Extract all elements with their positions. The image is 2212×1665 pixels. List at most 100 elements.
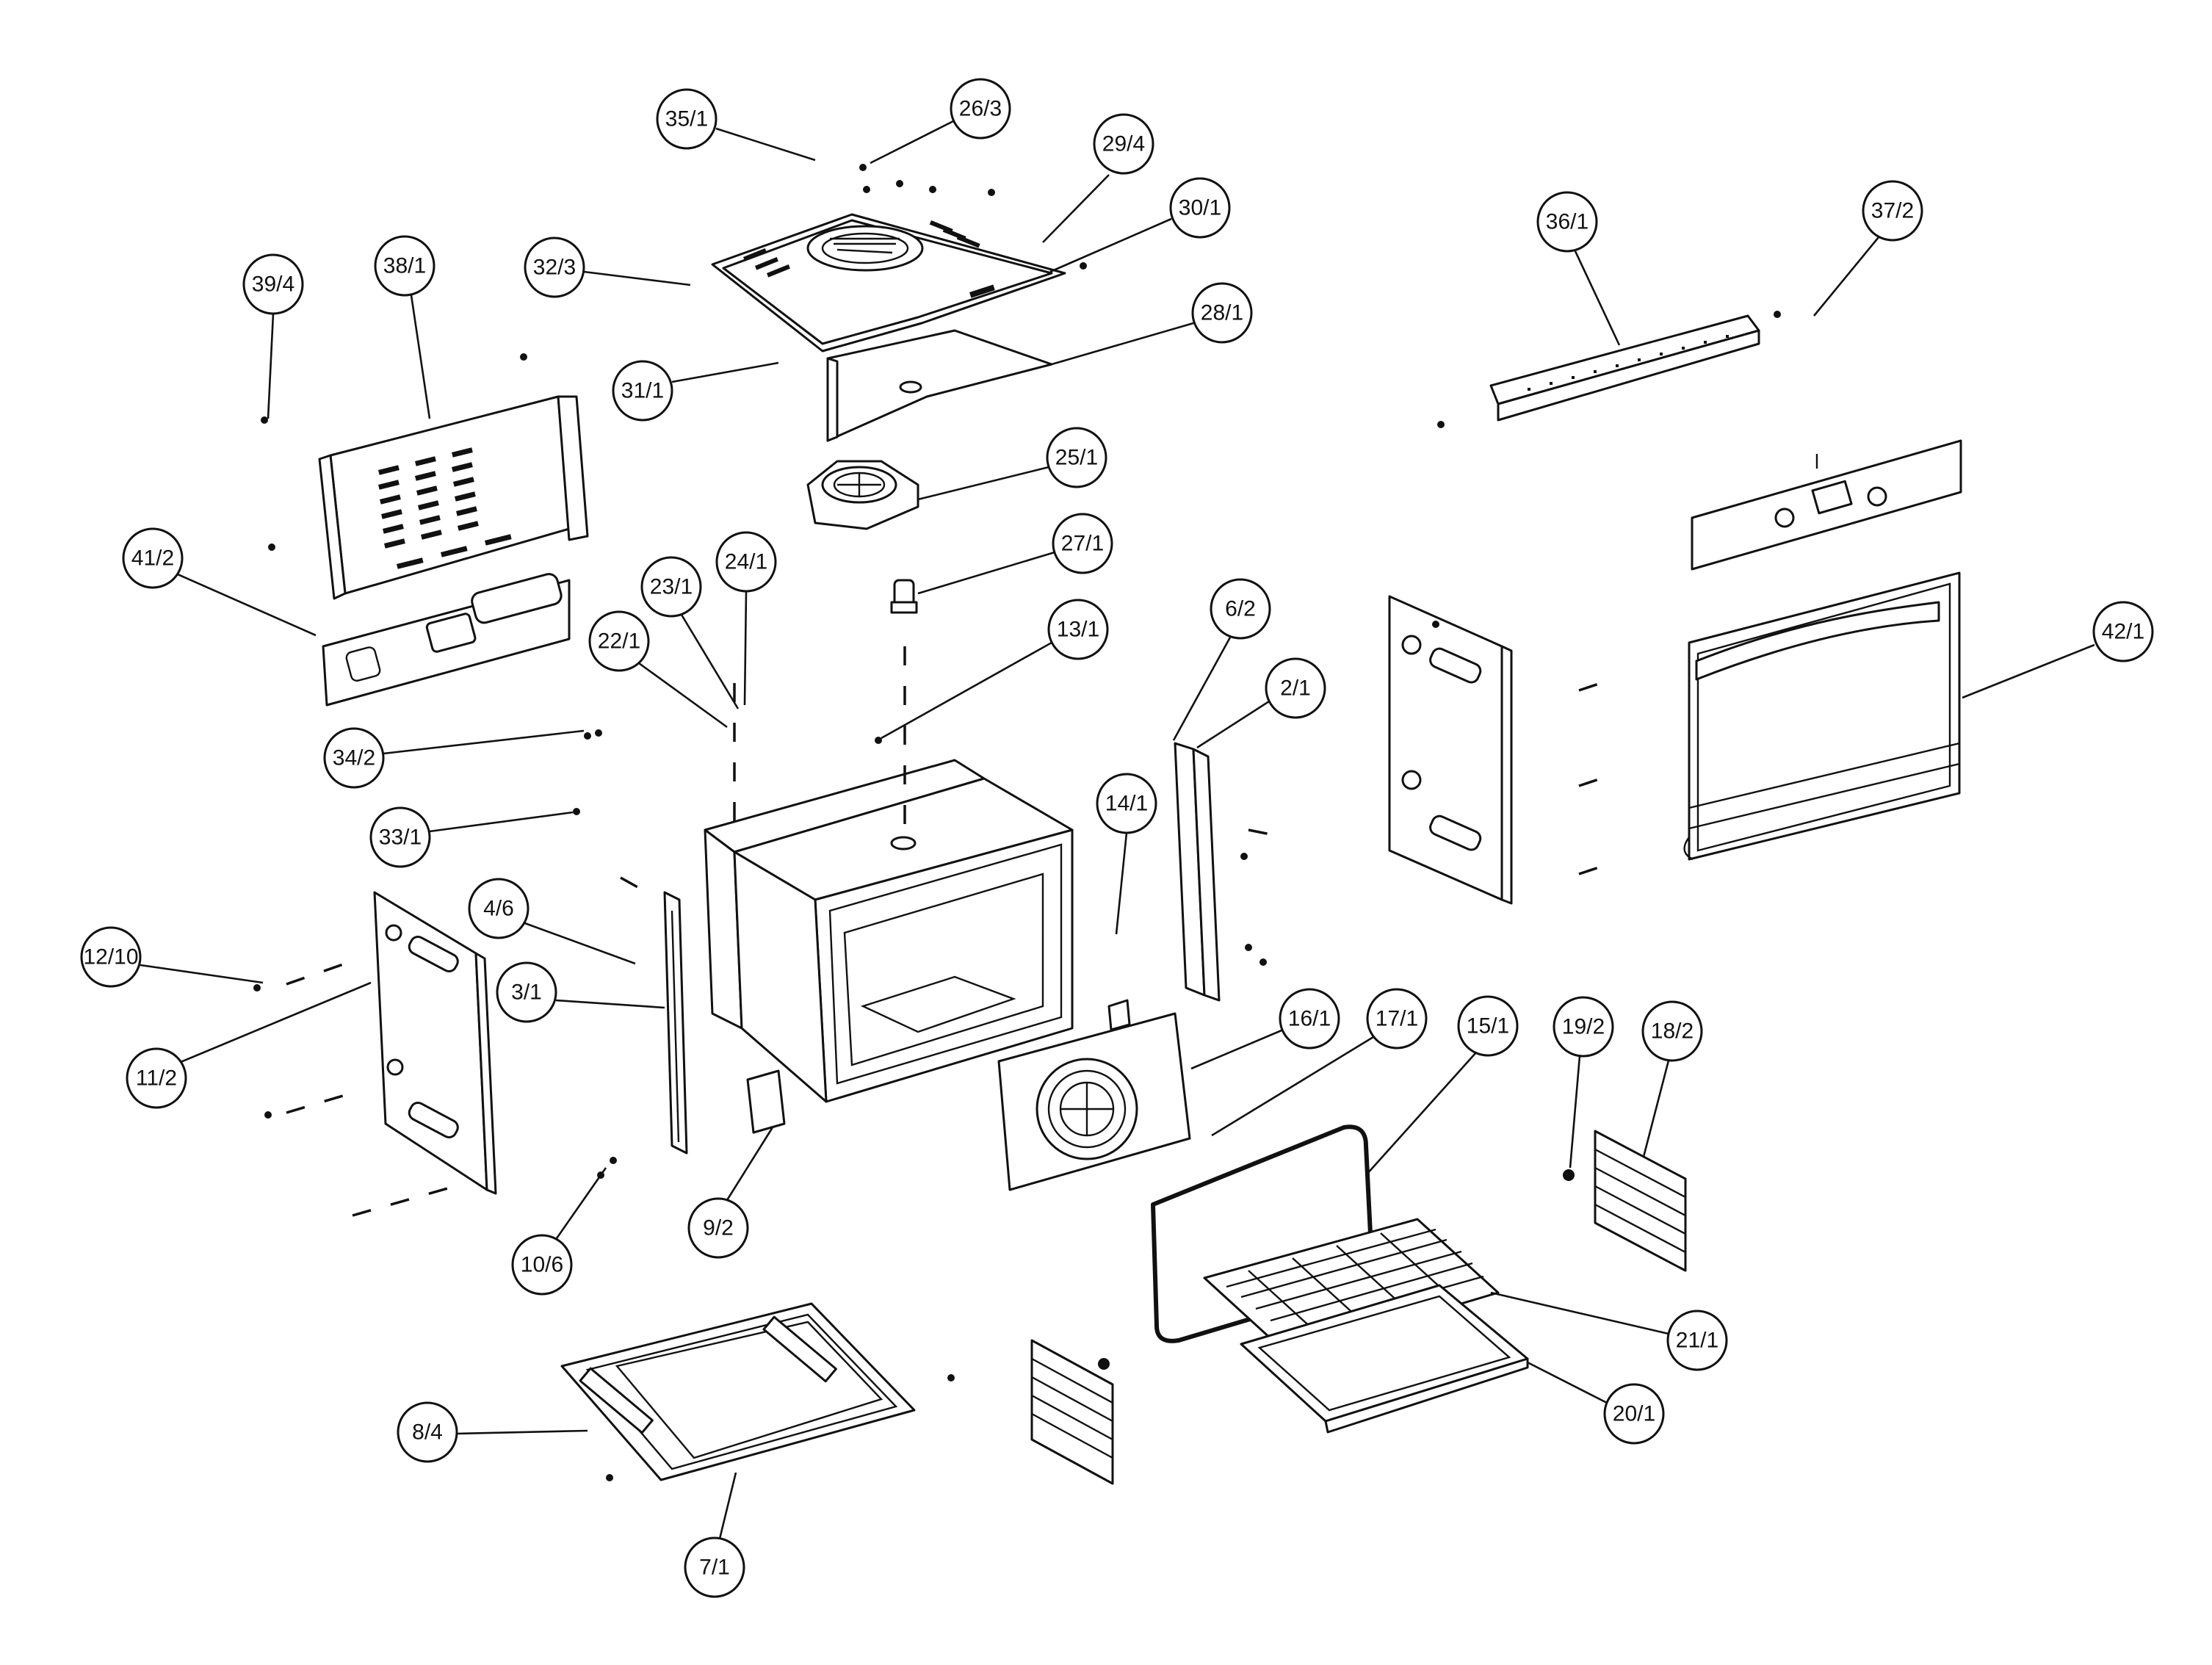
callout-label: 7/1 xyxy=(699,1556,730,1580)
callout-label: 16/1 xyxy=(1288,1007,1331,1031)
callout-circle xyxy=(1862,180,1923,242)
callout-label: 27/1 xyxy=(1061,532,1104,556)
callout-2-1: 2/1 xyxy=(1265,657,1326,719)
callout-11-2: 11/2 xyxy=(126,1047,187,1109)
right-side-panel xyxy=(1388,595,1513,905)
callout-8-4: 8/4 xyxy=(397,1401,458,1463)
leader-17-1 xyxy=(1211,1036,1374,1137)
leader-36-1 xyxy=(1574,250,1621,346)
callout-circle xyxy=(242,253,304,315)
leader-41-2 xyxy=(177,573,317,637)
callout-label: 23/1 xyxy=(650,575,693,599)
callout-circle xyxy=(1603,1383,1665,1445)
leader-25-1 xyxy=(917,466,1049,501)
callout-circle xyxy=(588,610,650,672)
callout-33-1: 33/1 xyxy=(369,806,431,868)
callout-circle xyxy=(715,531,777,593)
leader-32-3 xyxy=(583,270,691,286)
callout-circle xyxy=(468,878,529,939)
callout-label: 12/10 xyxy=(83,945,138,969)
baking-tray xyxy=(1240,1284,1529,1434)
bottom-base-plate xyxy=(560,1302,916,1481)
leader-22-1 xyxy=(638,662,728,729)
callout-label: 42/1 xyxy=(2102,620,2144,644)
callout-20-1: 20/1 xyxy=(1603,1383,1665,1445)
leader-11-2 xyxy=(180,981,372,1063)
leader-2-1 xyxy=(1196,700,1270,749)
callout-32-3: 32/3 xyxy=(524,236,585,298)
callout-circle xyxy=(687,1197,749,1259)
callout-39-4: 39/4 xyxy=(242,253,304,315)
callout-42-1: 42/1 xyxy=(2092,601,2154,662)
callout-label: 3/1 xyxy=(511,980,542,1005)
rear-cover-panel xyxy=(318,395,589,600)
leader-31-1 xyxy=(671,361,779,383)
callout-13-1: 13/1 xyxy=(1047,599,1109,660)
callout-label: 24/1 xyxy=(725,550,767,574)
callout-label: 4/6 xyxy=(483,897,514,921)
callout-label: 31/1 xyxy=(621,379,664,403)
callout-35-1: 35/1 xyxy=(656,88,718,150)
leader-38-1 xyxy=(410,295,431,419)
callout-label: 35/1 xyxy=(665,107,708,131)
callout-18-2: 18/2 xyxy=(1641,1000,1703,1062)
callout-label: 9/2 xyxy=(703,1216,734,1240)
callout-31-1: 31/1 xyxy=(612,360,673,422)
leader-3-1 xyxy=(555,999,665,1009)
callout-circle xyxy=(1366,988,1428,1050)
leader-12-10 xyxy=(140,964,264,984)
callout-circle xyxy=(612,360,673,422)
leader-21-1 xyxy=(1490,1291,1669,1335)
callout-circle xyxy=(126,1047,187,1109)
callout-17-1: 17/1 xyxy=(1366,988,1428,1050)
assembly-guide-lines xyxy=(286,646,1602,1217)
callout-circle xyxy=(1052,513,1113,574)
callout-circle xyxy=(1553,996,1614,1058)
callout-28-1: 28/1 xyxy=(1191,282,1253,344)
callout-26-3: 26/3 xyxy=(950,78,1011,140)
callout-25-1: 25/1 xyxy=(1046,427,1107,488)
callout-label: 38/1 xyxy=(383,254,426,278)
callout-circle xyxy=(1666,1310,1728,1371)
callout-circle xyxy=(2092,601,2154,662)
callout-29-4: 29/4 xyxy=(1093,113,1154,175)
leader-42-1 xyxy=(1962,643,2095,699)
callout-label: 6/2 xyxy=(1225,597,1256,621)
callout-label: 22/1 xyxy=(598,629,640,654)
callout-circle xyxy=(524,236,585,298)
callout-label: 18/2 xyxy=(1651,1019,1694,1044)
control-electronics-board xyxy=(322,573,571,707)
hinge-bracket xyxy=(746,1069,786,1134)
callout-21-1: 21/1 xyxy=(1666,1310,1728,1371)
screws-and-fasteners xyxy=(253,164,1781,1481)
callout-label: 10/6 xyxy=(521,1253,563,1277)
callout-circle xyxy=(323,727,385,789)
callout-label: 28/1 xyxy=(1201,301,1243,325)
leader-15-1 xyxy=(1365,1052,1477,1176)
leader-35-1 xyxy=(715,127,816,162)
callout-label: 39/4 xyxy=(252,272,294,297)
right-runner-rail xyxy=(1174,742,1221,1002)
callout-15-1: 15/1 xyxy=(1457,995,1519,1057)
leader-14-1 xyxy=(1115,832,1128,935)
leader-27-1 xyxy=(917,551,1055,595)
callout-circle xyxy=(1210,578,1271,640)
leader-34-2 xyxy=(383,729,585,755)
top-fan-cover-plate xyxy=(711,213,1066,353)
callout-label: 25/1 xyxy=(1055,446,1098,470)
callout-label: 30/1 xyxy=(1179,196,1221,220)
callout-circle xyxy=(640,556,702,618)
callout-circle xyxy=(1641,1000,1703,1062)
lamp-holder xyxy=(890,579,918,614)
callout-circle xyxy=(374,235,435,297)
callout-circle xyxy=(397,1401,458,1463)
leader-4-6 xyxy=(522,921,636,965)
leader-18-2 xyxy=(1642,1060,1670,1157)
callout-23-1: 23/1 xyxy=(640,556,702,618)
fan-motor-unit xyxy=(806,460,919,530)
control-panel-fascia xyxy=(1691,439,1962,571)
callout-label: 41/2 xyxy=(131,546,174,571)
callout-circle xyxy=(1279,988,1340,1050)
